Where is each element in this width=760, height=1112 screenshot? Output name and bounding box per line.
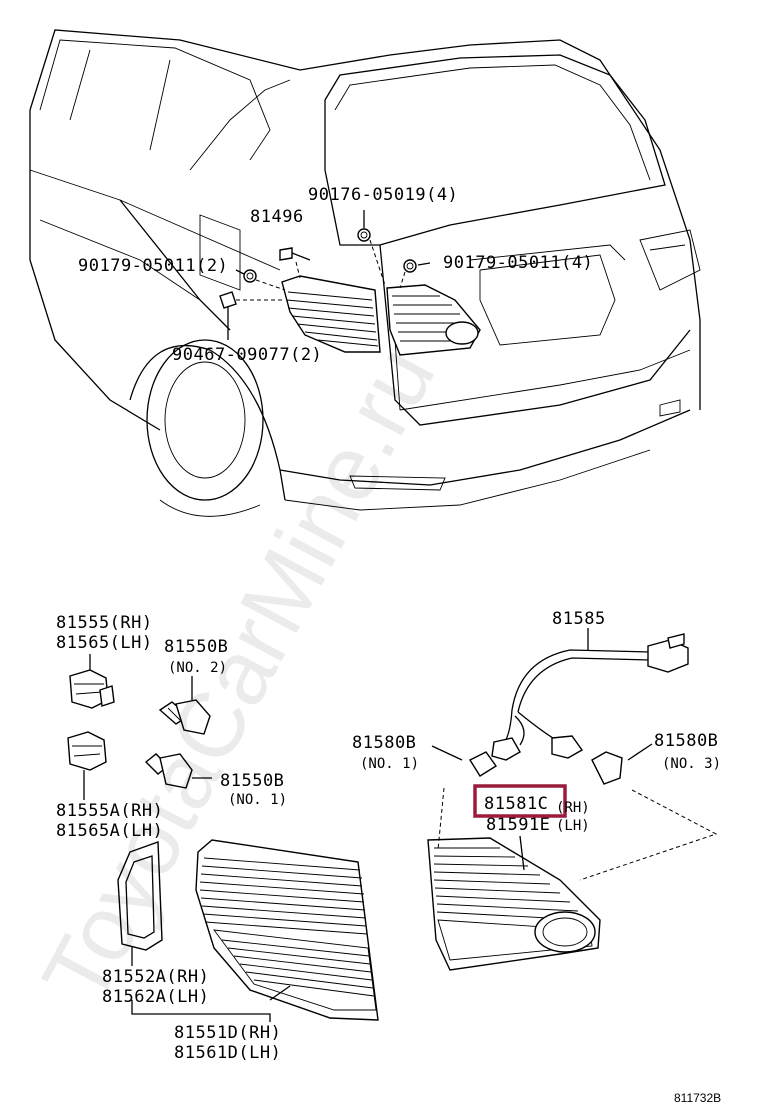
lens-81551d xyxy=(195,839,379,1021)
screw-90176 xyxy=(357,228,371,242)
label-bulb-right-no1-part: 81580B xyxy=(352,733,416,753)
label-lens-rh: 81551D(RH) xyxy=(174,1023,281,1043)
label-screw-90176: 90176-05019(4) xyxy=(308,185,458,205)
leader-lens xyxy=(269,985,291,1001)
dash-bulb-left xyxy=(437,787,445,851)
label-screw-90179-left: 90179-05011(2) xyxy=(78,256,228,276)
label-inner-rh-suffix: (RH) xyxy=(556,800,590,816)
screw-81496 xyxy=(279,247,311,261)
wire-harness-81585 xyxy=(491,633,689,761)
label-socket-lh-bottom: 81565A(LH) xyxy=(56,821,163,841)
label-bulb-right-no3-note: (NO. 3) xyxy=(662,756,721,772)
label-wire: 81585 xyxy=(552,609,606,629)
leader-lines-upper xyxy=(227,210,431,340)
label-clip-90467: 90467-09077(2) xyxy=(172,345,322,365)
highlight-box xyxy=(473,784,567,818)
diagram-reference: 811732B xyxy=(674,1091,721,1105)
bulb-81580b-no3 xyxy=(591,751,623,785)
leader-bulb-right-no3 xyxy=(627,743,653,761)
screw-90179-left xyxy=(243,269,257,283)
socket-81555a xyxy=(67,731,107,771)
inner-lamp-81581c xyxy=(427,837,601,971)
bulb-81550b-no2 xyxy=(158,699,211,735)
screw-90179-right xyxy=(403,259,417,273)
gasket-81552a xyxy=(117,841,163,951)
leader-inner-lamp xyxy=(519,835,525,871)
label-part-81496: 81496 xyxy=(250,207,304,227)
label-gasket-lh: 81562A(LH) xyxy=(102,987,209,1007)
label-bulb-right-no3-part: 81580B xyxy=(654,731,718,751)
label-inner-lh-part: 81591E xyxy=(486,815,550,835)
label-bulb-right-no1-note: (NO. 1) xyxy=(360,756,419,772)
label-socket-rh-top: 81555(RH) xyxy=(56,613,153,633)
label-bulb-no2-part: 81550B xyxy=(164,637,228,657)
dash-bulb-right xyxy=(579,789,718,881)
leader-bulb-right-no1 xyxy=(431,745,463,761)
label-socket-rh-bottom: 81555A(RH) xyxy=(56,801,163,821)
label-bulb-no1-left-part: 81550B xyxy=(220,771,284,791)
socket-81555 xyxy=(69,669,115,709)
label-gasket-rh: 81552A(RH) xyxy=(102,967,209,987)
bulb-81550b-no1-left xyxy=(144,753,193,789)
label-inner-rh-part: 81581C xyxy=(484,794,548,814)
bulb-81580b-no1 xyxy=(468,751,498,777)
car-body-illustration xyxy=(29,29,701,517)
label-bulb-no1-left-note: (NO. 1) xyxy=(228,792,287,808)
label-socket-lh-top: 81565(LH) xyxy=(56,633,153,653)
clip-90467 xyxy=(219,291,237,318)
label-inner-lh-suffix: (LH) xyxy=(556,818,590,834)
label-bulb-no2-note: (NO. 2) xyxy=(168,660,227,676)
leader-lens-bracket xyxy=(131,1000,271,1022)
label-lens-lh: 81561D(LH) xyxy=(174,1043,281,1063)
label-screw-90179-right: 90179-05011(4) xyxy=(443,253,593,273)
